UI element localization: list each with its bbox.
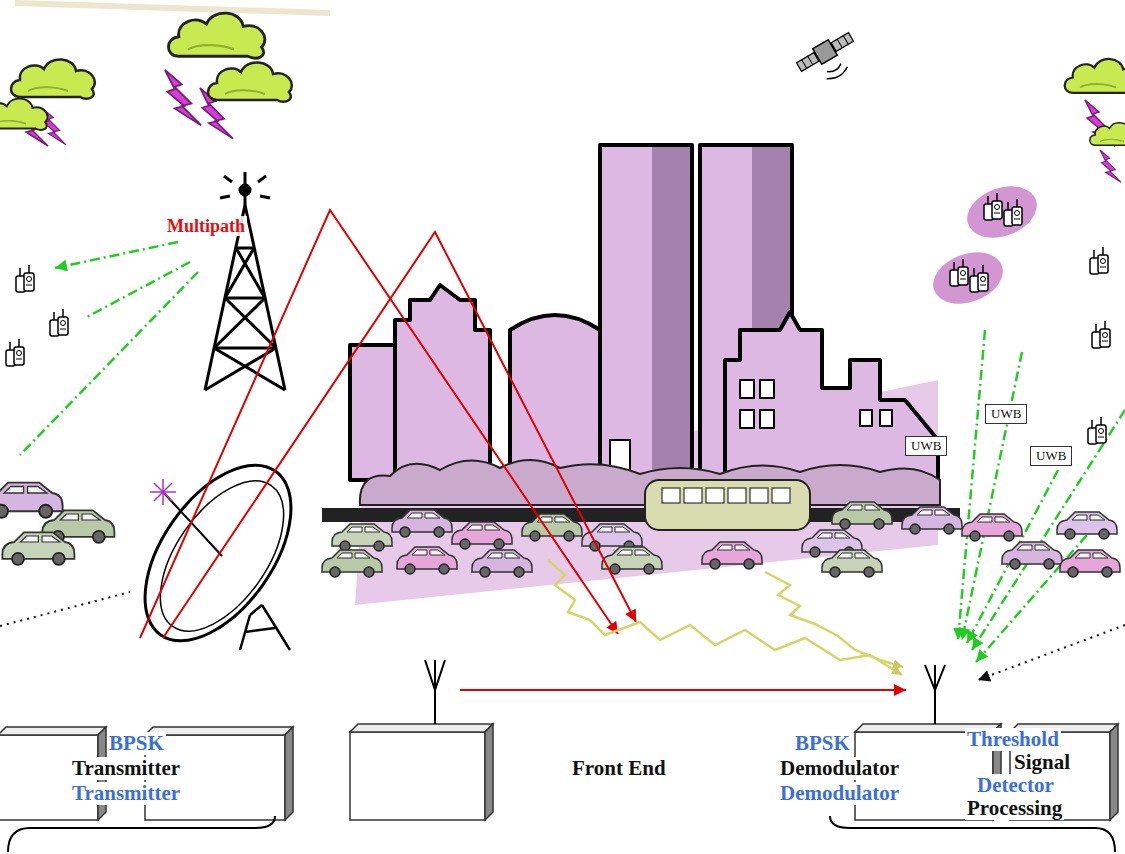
walkie-talkie [1090,247,1108,274]
block-label: Demodulator [778,782,901,805]
uwb-tag-box: UWB [905,436,947,456]
car [962,514,1022,541]
car [702,542,762,569]
walkie-talkie [970,265,988,292]
walkie-talkie [1004,199,1022,226]
car [1060,550,1120,577]
satellite-dish [116,440,321,667]
bus-windows [662,488,790,503]
block-label: Transmitter [70,757,182,780]
car [392,510,452,537]
storm-clouds [0,13,1125,182]
bus [645,480,810,530]
dotted-link [0,592,130,626]
pale-wedge [15,0,330,16]
block-label: Demodulator [778,757,901,780]
node-text: UWB [911,438,941,454]
pink-halo [926,243,1010,313]
cloud [0,99,47,130]
car [332,524,392,551]
cloud [208,62,292,101]
effect-label: Multipath [165,216,247,236]
block-label: Threshold [965,728,1061,751]
car [902,507,962,534]
cloud [168,13,264,58]
block-label: BPSK [107,732,166,755]
pink-halo [960,177,1044,247]
car [472,550,532,577]
block-label: Processing [965,797,1064,820]
car [322,550,382,577]
car [602,547,662,574]
uwb-tag-box: UWB [985,404,1027,424]
radio-tower [205,172,285,390]
walkie-talkie [950,259,968,286]
cloud [1090,123,1125,146]
walkie-talkie [50,309,68,336]
car [452,522,512,549]
walkie-talkie [6,339,24,366]
dotted-link [978,625,1125,680]
block-label: BPSK [793,732,852,755]
lightning-bolt [1100,150,1121,182]
walkie-talkie [1092,321,1110,348]
cloud [11,59,95,98]
car [2,532,74,564]
multipath-ray [140,210,906,690]
car [397,547,457,574]
antenna [425,660,945,724]
block-label: Signal [1012,751,1072,774]
car [0,483,63,518]
walkie-talkie [16,265,34,292]
car [1057,512,1117,539]
lightning-bolt [165,70,201,125]
city-skyline [350,145,938,480]
walkie-talkie [984,193,1002,220]
group-bracket [8,816,1115,852]
interference-zigzag [548,560,903,675]
walkie-talkie [1088,417,1106,444]
block-label: Front End [570,757,668,780]
cloud [1065,59,1125,94]
block-label: Detector [975,774,1056,797]
block-label: Transmitter [70,782,182,805]
satellite [795,29,865,91]
uwb-tag-box: UWB [1030,446,1072,466]
node-text: UWB [1036,448,1066,464]
block-boxes [0,724,1118,820]
car [822,550,882,577]
node-text: UWB [991,406,1021,422]
car [1002,542,1062,569]
car [832,502,892,529]
